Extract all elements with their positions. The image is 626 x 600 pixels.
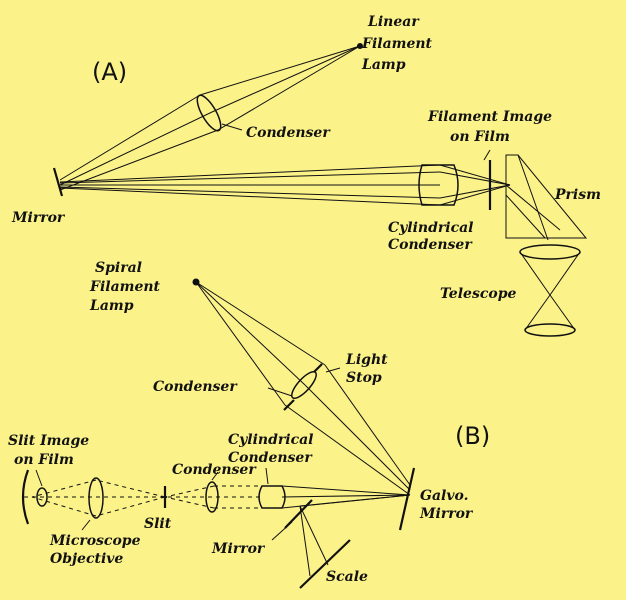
lamp-b-label-3: Lamp	[89, 298, 134, 314]
light-stop-label-1: Light	[345, 352, 388, 368]
panel-b: (B) Spiral Filament Lamp Condenser Light…	[8, 260, 490, 589]
telescope-label: Telescope	[440, 286, 516, 302]
galvo-label-2: Mirror	[419, 506, 474, 522]
rays-mirror-to-film	[59, 164, 511, 206]
filament-image-leader	[483, 149, 491, 161]
panel-a: (A) Linear Filament Lamp Condenser Mirro…	[11, 14, 601, 337]
telescope	[519, 244, 581, 337]
cyl-condenser-a-label-2: Condenser	[388, 237, 473, 253]
cylindrical-condenser-b	[258, 485, 286, 509]
slit-image-label-1: Slit Image	[8, 433, 89, 449]
mirror-b-label: Mirror	[211, 541, 266, 557]
mirror-b-leader	[271, 521, 293, 541]
ray-to-mirror	[299, 494, 411, 507]
galvo-label-1: Galvo.	[420, 488, 468, 504]
prism-label: Prism	[554, 187, 601, 203]
slit-image-label-2: on Film	[14, 452, 74, 468]
microscope-label-1: Microscope	[49, 533, 141, 549]
condenser-mid-label: Condenser	[172, 462, 257, 478]
mirror-a	[52, 167, 64, 197]
light-stop-b-upper	[313, 363, 323, 373]
rays-lamp-to-galvo	[195, 281, 411, 496]
light-stop-b-lower	[283, 399, 295, 411]
lamp-a-label-3: Lamp	[361, 57, 406, 73]
condenser-b-label: Condenser	[153, 379, 238, 395]
cyl-condenser-b-label-1: Cylindrical	[228, 432, 314, 448]
cyl-condenser-a-label-1: Cylindrical	[388, 220, 474, 236]
filament-image-label-2: on Film	[450, 129, 510, 145]
slit-label: Slit	[144, 516, 172, 532]
microscope-label-2: Objective	[50, 551, 123, 567]
panel-a-tag: (A)	[92, 58, 127, 86]
light-stop-label-2: Stop	[346, 370, 382, 386]
galvo-mirror	[398, 467, 416, 531]
film-b	[21, 469, 30, 525]
scale-label: Scale	[326, 569, 368, 585]
scale	[299, 539, 351, 589]
lamp-a-label-2: Filament	[361, 36, 433, 52]
small-lens	[36, 487, 48, 507]
condenser-b-lens	[291, 370, 317, 400]
condenser-b-leader	[267, 387, 293, 397]
condenser-mid-lens	[205, 481, 219, 513]
cylindrical-condenser-a	[418, 164, 459, 206]
microscope-objective	[88, 477, 104, 519]
condenser-a-leader	[221, 123, 243, 131]
lamp-b-label-2: Filament	[89, 279, 161, 295]
filament-image-label-1: Filament Image	[427, 109, 552, 125]
cyl-condenser-b-label-2: Condenser	[228, 450, 313, 466]
rays-lamp-to-mirror	[59, 45, 361, 191]
condenser-a-label: Condenser	[246, 125, 331, 141]
mirror-b	[284, 499, 313, 529]
lamp-b-label-1: Spiral	[95, 260, 142, 276]
panel-b-tag: (B)	[455, 422, 490, 450]
mirror-a-label: Mirror	[11, 210, 66, 226]
condenser-a-lens	[196, 94, 222, 132]
lamp-a-label-1: Linear	[367, 14, 420, 30]
light-stop-leader	[325, 367, 341, 373]
cyl-condenser-b-leader	[265, 467, 269, 485]
